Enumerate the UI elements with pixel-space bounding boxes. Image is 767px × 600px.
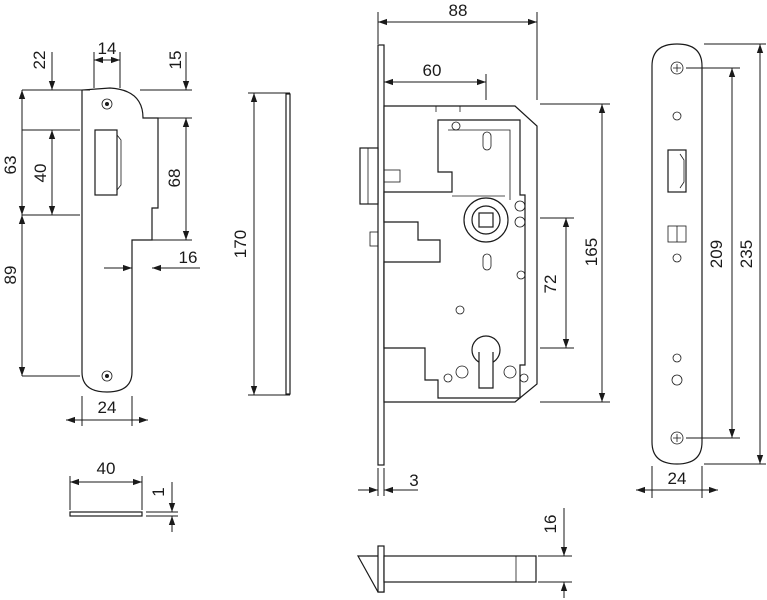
dim-plate-length: 40: [97, 459, 116, 478]
dim-center-distance: 72: [541, 275, 560, 294]
strike-plate-view: 14 22 40 63 89 15 68 16 24: [1, 39, 200, 426]
plate-bottom-view: 40 1: [69, 459, 178, 532]
dim-slot-height: 40: [31, 164, 50, 183]
plate-side-view: 170: [231, 92, 291, 396]
dim-forend-height: 235: [737, 240, 756, 268]
dim-right-offset: 15: [166, 51, 185, 70]
lock-body-view: 88 60 165 72 3: [358, 1, 610, 496]
dim-plate-thickness: 1: [149, 487, 168, 496]
dim-body-height: 165: [582, 238, 601, 266]
dim-lower-height: 89: [1, 266, 20, 285]
dim-forend-width: 24: [668, 469, 687, 488]
dim-forend-thickness: 3: [409, 471, 418, 490]
dim-upper-height: 63: [1, 156, 20, 175]
dim-lip-height: 68: [165, 169, 184, 188]
forend-front-view: 235 209 24: [636, 43, 766, 498]
dim-step: 16: [179, 248, 198, 267]
dim-strike-width: 24: [98, 398, 117, 417]
dim-backset: 60: [423, 61, 442, 80]
dim-top-offset: 22: [30, 51, 49, 70]
latch-bolt-view: 16: [356, 508, 572, 598]
dim-body-depth: 88: [449, 1, 468, 20]
dim-plate-height: 170: [231, 230, 250, 258]
dim-latch-height: 16: [541, 515, 560, 534]
dim-slot-width: 14: [98, 39, 117, 58]
dim-screw-distance: 209: [707, 240, 726, 268]
